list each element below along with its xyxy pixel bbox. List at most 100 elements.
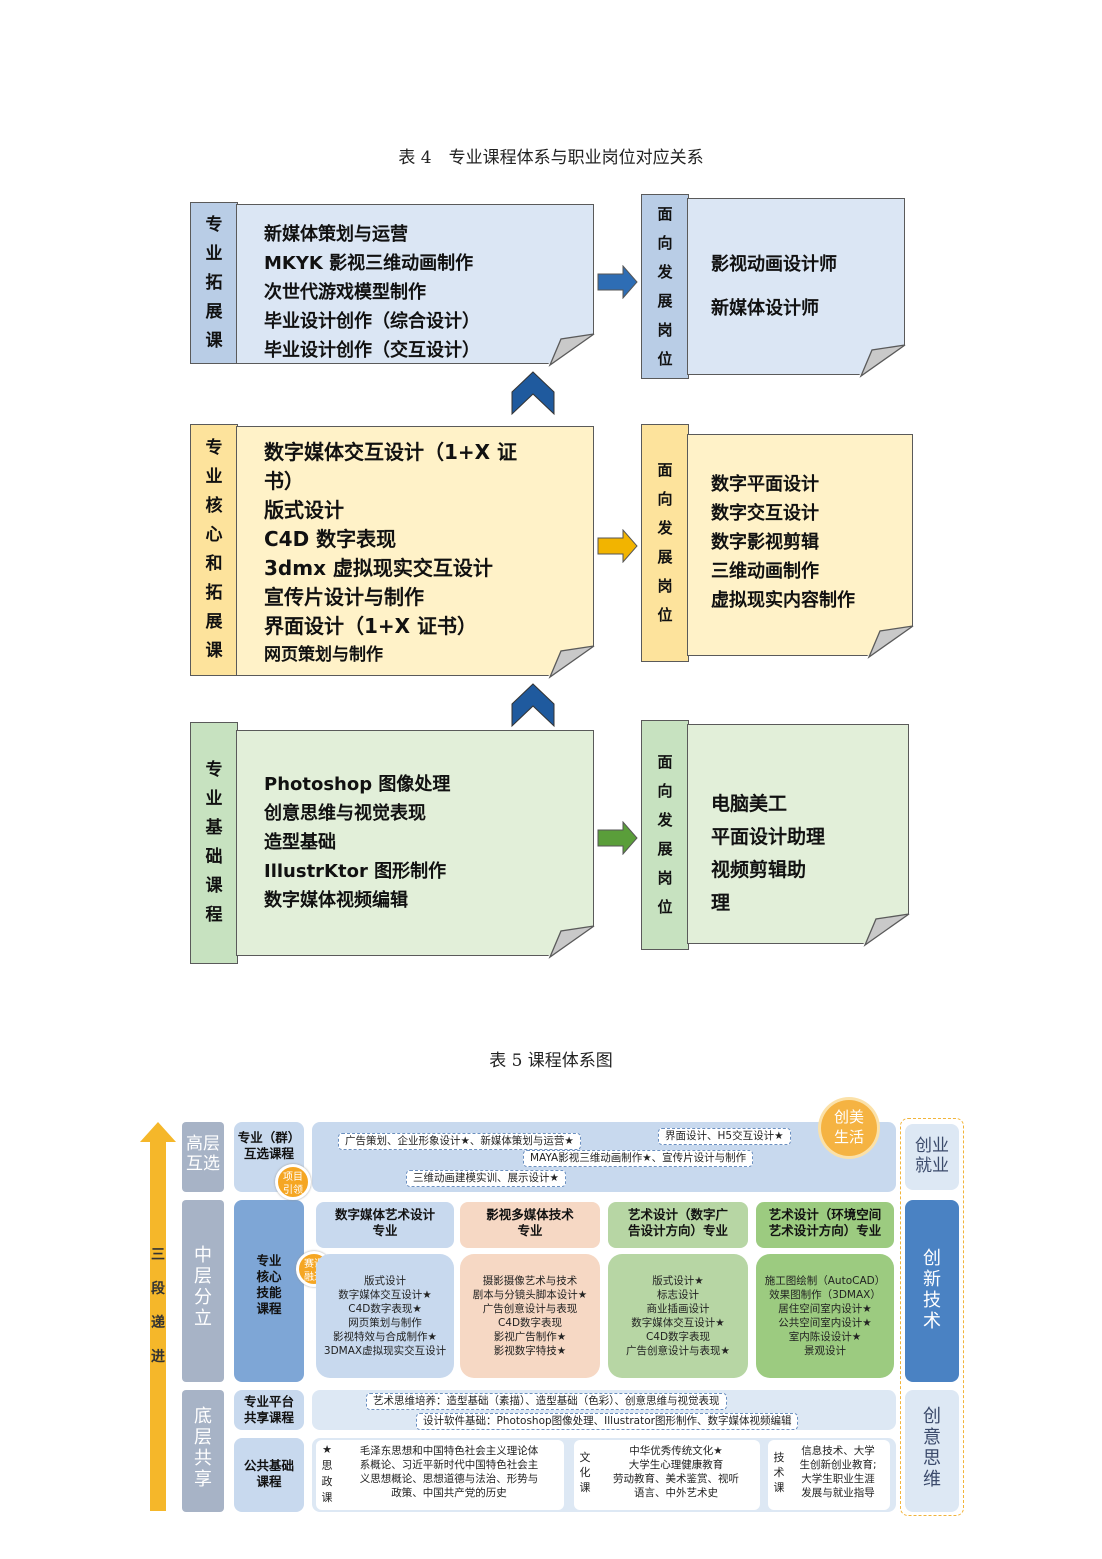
job-list: 影视动画设计师新媒体设计师 — [711, 243, 837, 331]
label-line: 互选课程 — [243, 1146, 294, 1161]
public-course-line: 发展与就业指导 — [801, 1487, 875, 1499]
job-label-box: 面向发展岗位 — [641, 194, 689, 379]
job-label-char: 向 — [657, 490, 673, 508]
side-label-char: 课 — [205, 876, 223, 896]
tag-char: 化 — [579, 1466, 591, 1479]
major-course: 版式设计 — [364, 1275, 406, 1287]
major-title-line: 艺术设计（环境空间 — [768, 1207, 882, 1222]
top-pill-2: 界面设计、H5交互设计★ — [658, 1128, 791, 1145]
side-label-char: 专 — [205, 214, 223, 235]
course-item: 毕业设计创作（交互设计） — [264, 340, 480, 361]
page-curl-icon — [548, 925, 595, 959]
major-course: 影视广告制作★ — [493, 1331, 567, 1343]
label-line: 共享课程 — [243, 1410, 294, 1425]
course-item: 版式设计 — [264, 498, 344, 522]
major-course-box — [460, 1254, 600, 1378]
major-title-line: 影视多媒体技术 — [486, 1207, 574, 1222]
side-label-char: 和 — [205, 554, 223, 574]
curriculum-system-diagram: 三段递进 高层互选 中层分立 底层共享 专业（群）互选课程 广告策划、企业形象设… — [138, 1088, 973, 1520]
job-label-char: 展 — [657, 548, 673, 566]
side-label-box: 专业核心和拓展课 — [190, 424, 238, 676]
label-line: 底 — [194, 1406, 212, 1427]
side-label-char: 专 — [205, 438, 223, 458]
outcome-mid-label: 创新技术 — [905, 1248, 959, 1332]
mid-row-label: 专业核心技能课程 — [234, 1253, 304, 1317]
course-note — [236, 730, 594, 956]
public-group-box — [768, 1440, 890, 1510]
major-title-line: 艺术设计方向）专业 — [768, 1223, 882, 1238]
public-group-tag: ★思政课 — [318, 1442, 336, 1506]
label-line: 进 — [151, 1349, 165, 1365]
job-item: 理 — [711, 892, 731, 914]
project-lead-pin: 项目引领 — [275, 1164, 311, 1200]
job-list: 数字平面设计数字交互设计数字影视剪辑三维动画制作虚拟现实内容制作 — [711, 470, 855, 615]
major-course: 影视数字特技★ — [493, 1345, 567, 1357]
level-mid — [182, 1200, 224, 1382]
outcome-top-label: 创业就业 — [905, 1136, 959, 1176]
course-item: 3dmx 虚拟现实交互设计 — [264, 556, 493, 580]
public-course-line: 生创新创业教育; — [799, 1459, 877, 1471]
major-course: 数字媒体交互设计★ — [338, 1289, 432, 1301]
course-note — [236, 204, 594, 364]
major-course: 居住空间室内设计★ — [778, 1303, 872, 1315]
right-arrow-icon — [597, 265, 638, 299]
label-line: 技能 — [256, 1285, 282, 1300]
label-line: 术 — [923, 1311, 941, 1332]
job-note — [687, 724, 909, 944]
job-item: 平面设计助理 — [711, 826, 826, 848]
level-bottom-label: 底层共享 — [182, 1406, 224, 1490]
job-label-char: 面 — [657, 753, 673, 771]
major-course: 商业插画设计 — [646, 1303, 710, 1315]
side-label-char: 拓 — [205, 583, 223, 603]
course-item: 创意思维与视觉表现 — [264, 803, 426, 824]
tag-char: ★ — [322, 1443, 332, 1456]
major-course: C4D数字表现★ — [348, 1303, 422, 1315]
major-course: 剧本与分镜头脚本设计★ — [472, 1289, 588, 1301]
major-title-box — [460, 1202, 600, 1248]
side-label-char: 展 — [205, 301, 223, 322]
label-line: 共 — [194, 1448, 212, 1469]
course-item: 数字媒体视频编辑 — [264, 890, 408, 911]
job-label-char: 岗 — [657, 869, 673, 887]
major-course-box — [608, 1254, 748, 1378]
job-item: 电脑美工 — [711, 793, 788, 815]
job-item: 新媒体设计师 — [711, 298, 819, 319]
label-line: 融通 — [304, 1272, 324, 1283]
page-curl-icon — [548, 333, 595, 367]
label-line: 专业平台 — [243, 1394, 294, 1409]
public-group-tag: 文化课 — [576, 1450, 594, 1495]
major-course: 标志设计 — [657, 1289, 699, 1301]
job-label-char: 发 — [657, 811, 673, 829]
job-label-char: 向 — [657, 233, 673, 252]
course-item: 新媒体策划与运营 — [264, 224, 408, 245]
major-course-box — [316, 1254, 454, 1378]
major-course: 数字媒体交互设计★ — [631, 1317, 725, 1329]
label-line: 课程 — [256, 1301, 282, 1316]
public-course-line: 大学生心理健康教育 — [628, 1459, 724, 1471]
label-line: 思 — [923, 1448, 941, 1469]
outcome-column — [900, 1118, 964, 1516]
public-group-box — [574, 1440, 760, 1510]
public-course-line: 劳动教育、美术鉴赏、视听 — [613, 1473, 739, 1485]
course-item: 宣传片设计与制作 — [264, 585, 424, 609]
course-note — [236, 426, 594, 676]
label-line: 项目 — [283, 1172, 303, 1183]
label-line: 享 — [194, 1469, 212, 1490]
major-title-line: 专业 — [517, 1223, 543, 1238]
label-line: 创业 — [915, 1136, 949, 1156]
job-label-char: 发 — [657, 262, 673, 281]
job-label-box: 面向发展岗位 — [641, 424, 689, 662]
job-label-char: 展 — [657, 840, 673, 858]
job-item: 影视动画设计师 — [711, 254, 837, 275]
platform-label-box — [234, 1390, 304, 1430]
label-line: 就业 — [915, 1156, 949, 1176]
course-item: 界面设计（1+X 证书） — [264, 614, 478, 638]
label-line: 核心 — [256, 1269, 282, 1284]
side-label-char: 程 — [205, 905, 223, 925]
job-label-char: 面 — [657, 204, 673, 223]
job-note — [687, 198, 905, 375]
job-label-char: 岗 — [657, 320, 673, 339]
job-label-char: 向 — [657, 782, 673, 800]
label-line: 技 — [923, 1290, 941, 1311]
